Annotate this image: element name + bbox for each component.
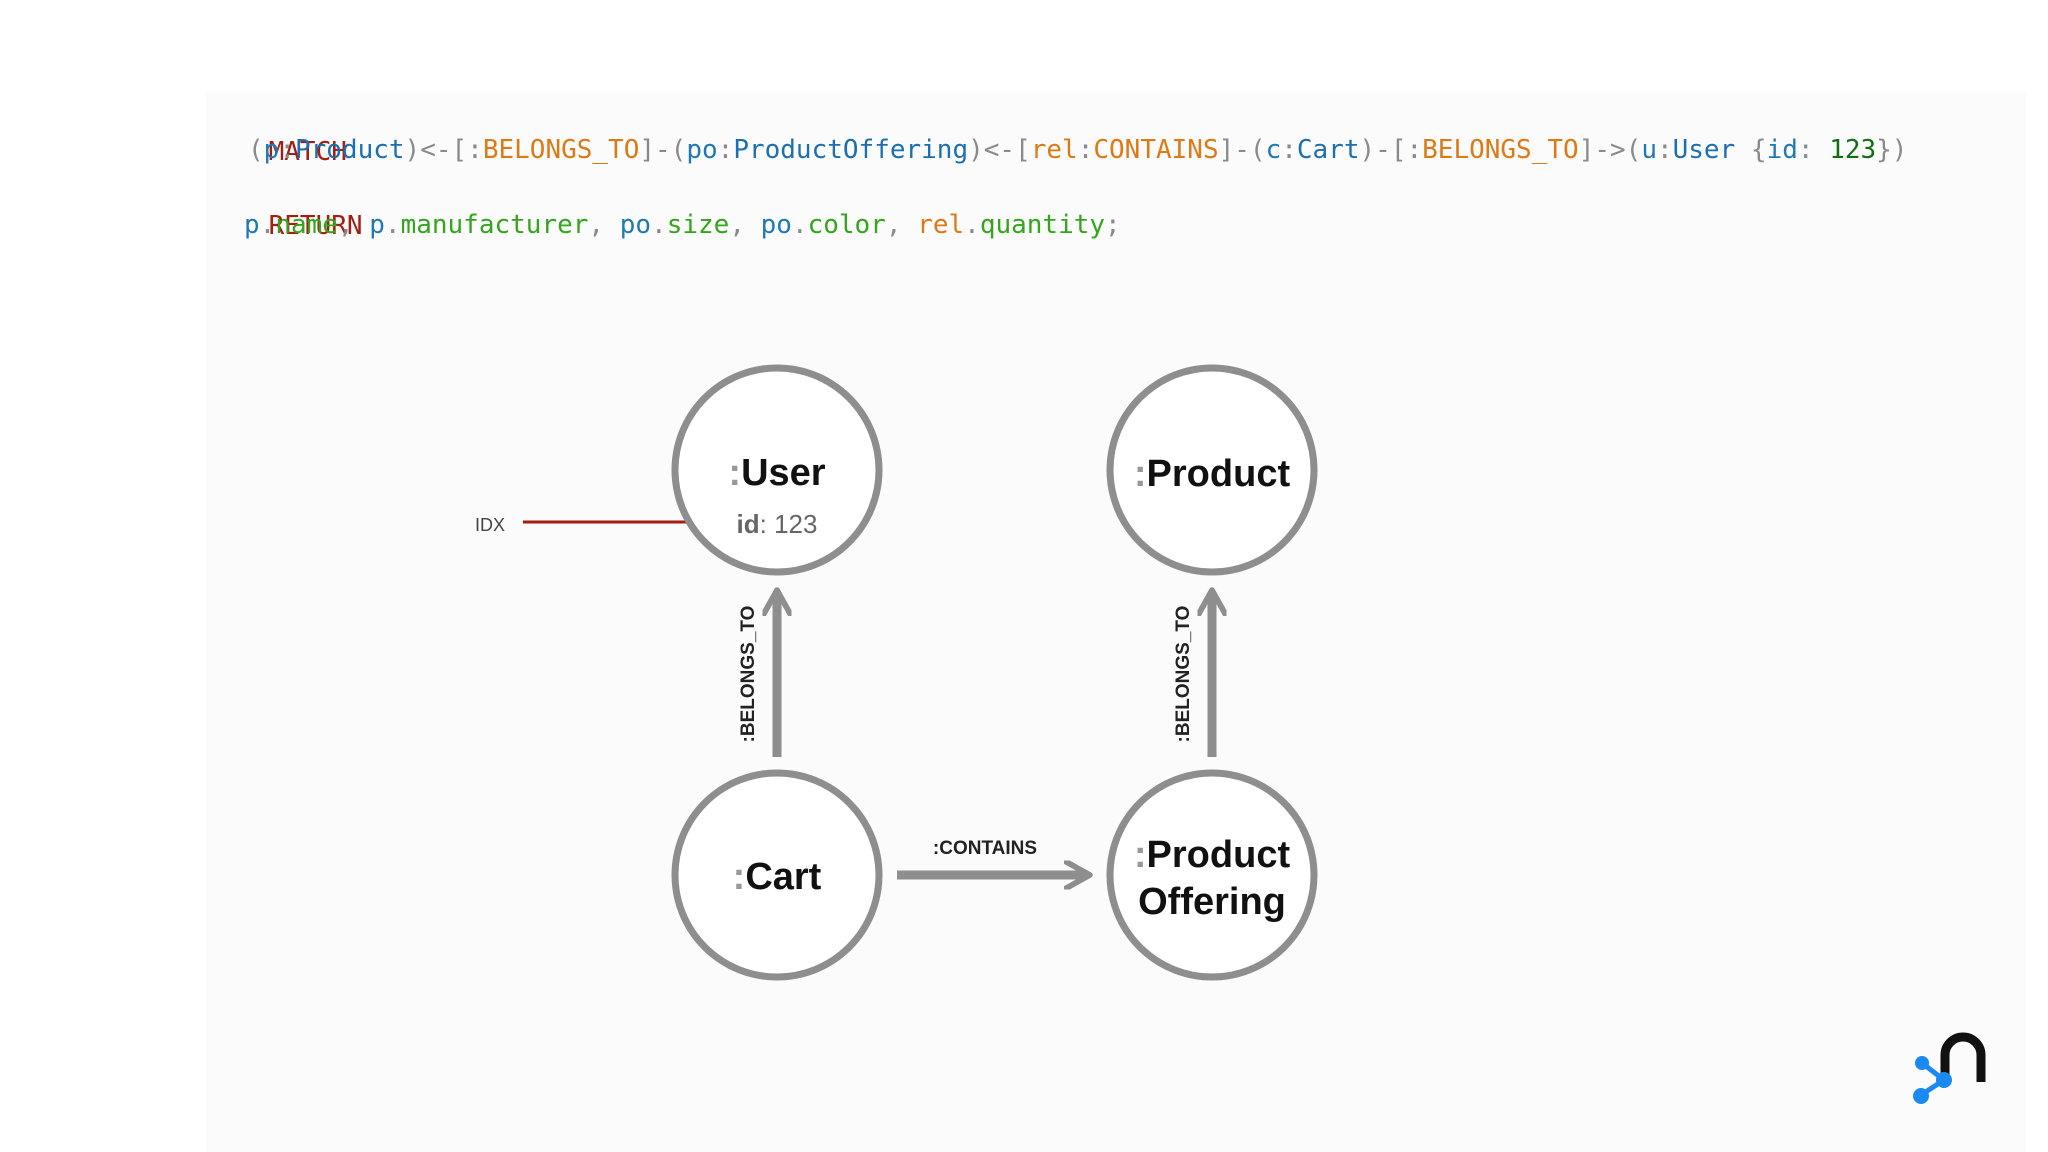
edge-label-offering-belongs-to: :BELONGS_TO <box>1173 606 1194 743</box>
match_line-token: BELONGS_TO <box>1422 135 1579 165</box>
match_line-token: ]->( <box>1578 135 1642 165</box>
match_line-token: )<-[ <box>968 135 1031 165</box>
neo4j-logo-icon <box>1913 1032 1986 1104</box>
match_line-token: ]-( <box>639 135 687 165</box>
match_line-token: Cart <box>1296 135 1360 165</box>
return_line-token: color <box>807 210 886 240</box>
node-user-prop-sep: : <box>760 509 774 539</box>
match_line-token: ]-( <box>1218 135 1266 165</box>
return_line-token: ; <box>1105 210 1121 240</box>
index-label: IDX <box>475 515 505 535</box>
label-colon: : <box>1134 834 1147 876</box>
return_line-token: . <box>651 210 667 240</box>
match_line-token: )<-[ <box>404 135 468 165</box>
match_line-token: : <box>1656 135 1673 165</box>
node-cart: :Cart <box>671 769 883 981</box>
match_line-token: { <box>1735 135 1767 165</box>
match_line-token: p <box>263 135 280 165</box>
match_line-token: : <box>1406 135 1423 165</box>
match-pattern: (p:Product)<-[:BELONGS_TO]-(po:ProductOf… <box>248 133 1907 167</box>
match_line-token: : <box>1797 135 1830 165</box>
svg-text:id: 123: id: 123 <box>737 509 818 539</box>
node-cart-label: Cart <box>745 856 821 898</box>
match_line-token: : <box>279 135 295 165</box>
return_line-token: . <box>791 210 808 240</box>
match_line-token: 123 <box>1829 135 1877 165</box>
node-product-offering-label-2: Offering <box>1138 881 1286 923</box>
return_line-token: quantity <box>979 210 1106 240</box>
return_line-token: , <box>337 210 370 240</box>
keyword-return: RETURN <box>268 211 363 241</box>
match_line-token: : <box>717 135 734 165</box>
node-user-label: User <box>741 452 826 494</box>
return_line-token: , <box>729 210 761 240</box>
return_line-token: . <box>259 210 276 240</box>
svg-text::Cart: :Cart <box>733 856 822 898</box>
node-user: :User id: 123 <box>671 364 883 576</box>
match_line-token: id <box>1766 135 1798 165</box>
label-colon: : <box>728 452 741 494</box>
return_line-token: rel <box>917 210 965 240</box>
return_line-token: , <box>885 210 918 240</box>
return_line-token: , <box>588 210 620 240</box>
node-product-offering: :Product Offering <box>1106 769 1318 981</box>
match_line-token: BELONGS_TO <box>482 135 640 165</box>
label-colon: : <box>733 856 746 898</box>
edge-offering-belongs-to-product: :BELONGS_TO <box>1173 593 1212 757</box>
edge-cart-belongs-to-user: :BELONGS_TO <box>738 593 777 757</box>
return_line-token: . <box>384 210 401 240</box>
keyword-match: MATCH <box>268 137 347 167</box>
edge-label-cart-belongs-to: :BELONGS_TO <box>738 606 759 743</box>
svg-text::Product: :Product <box>1134 834 1291 876</box>
svg-text::User: :User <box>728 452 825 494</box>
match_line-token: po <box>686 135 718 165</box>
return_line-token: p <box>244 210 260 240</box>
match_line-token: ( <box>248 135 264 165</box>
match_line-token: )-[ <box>1359 135 1407 165</box>
match_line-token: : <box>467 135 483 165</box>
node-product-offering-label-1: Product <box>1147 834 1291 876</box>
match_line-token: : <box>1077 135 1094 165</box>
edge-label-contains: :CONTAINS <box>933 838 1037 859</box>
node-product-label: Product <box>1147 453 1291 495</box>
return_line-token: manufacturer <box>400 210 589 240</box>
return-line: RETURN <box>206 175 363 277</box>
match_line-token: rel <box>1030 135 1078 165</box>
node-user-prop-key: id <box>737 509 760 539</box>
match-line: MATCH <box>206 101 347 203</box>
return_line-token: p <box>369 210 385 240</box>
node-user-prop-value: 123 <box>774 509 817 539</box>
return-projection: p.name, p.manufacturer, po.size, po.colo… <box>244 208 1121 242</box>
match_line-token: }) <box>1876 135 1908 165</box>
match_line-token: Product <box>294 135 405 165</box>
label-colon: : <box>1134 453 1147 495</box>
match_line-token: User <box>1672 135 1736 165</box>
match_line-token: u <box>1641 135 1657 165</box>
return_line-token: size <box>666 210 730 240</box>
svg-text::Product: :Product <box>1134 453 1291 495</box>
node-product: :Product <box>1106 364 1318 576</box>
edge-cart-contains-offering: :CONTAINS <box>897 838 1087 875</box>
slide-background-panel <box>206 92 2026 1152</box>
match_line-token: c <box>1265 135 1282 165</box>
return_line-token: name <box>275 210 338 240</box>
match_line-token: : <box>1281 135 1297 165</box>
return_line-token: po <box>619 210 652 240</box>
match_line-token: ProductOffering <box>733 135 969 165</box>
match_line-token: CONTAINS <box>1093 135 1219 165</box>
return_line-token: po <box>760 210 792 240</box>
return_line-token: . <box>964 210 980 240</box>
